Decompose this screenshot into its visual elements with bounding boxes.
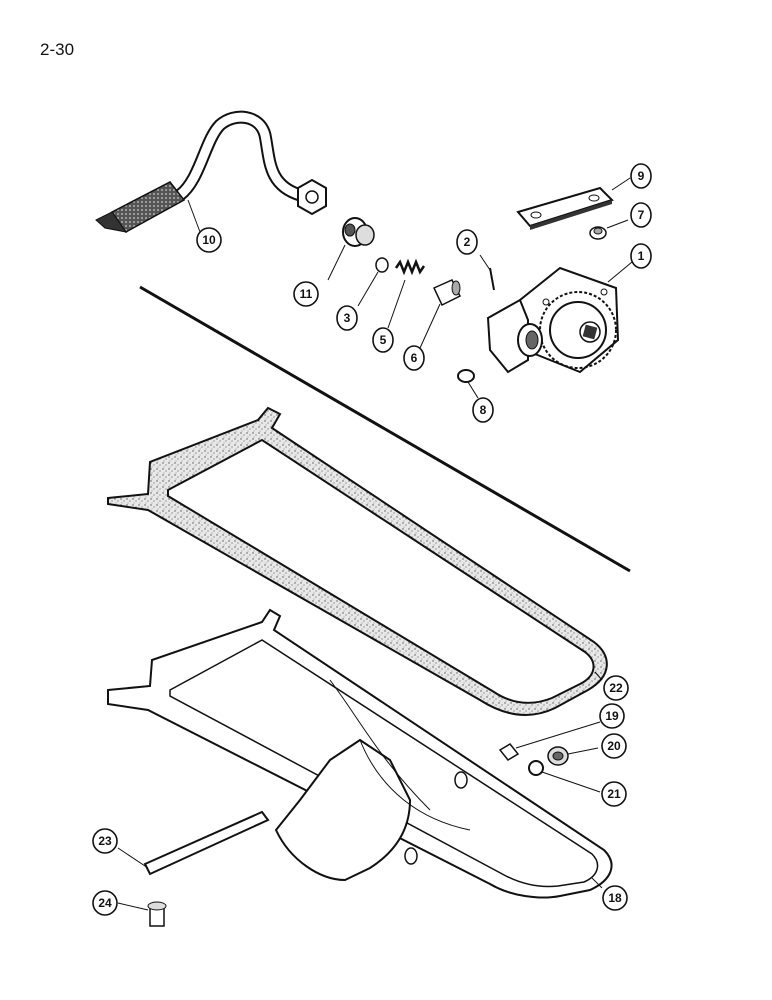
oil-pan <box>107 608 613 899</box>
callout-label: 21 <box>607 787 621 801</box>
callout-label: 7 <box>638 208 645 222</box>
callout-10: 10 <box>196 227 222 253</box>
pump-strap <box>516 177 631 230</box>
callout-label: 10 <box>202 233 216 247</box>
callout-1: 1 <box>630 243 652 269</box>
relief-valve-spring <box>387 258 426 329</box>
relief-valve-plunger <box>357 257 389 307</box>
callout-19: 19 <box>599 703 625 729</box>
page-number: 2-30 <box>40 40 75 59</box>
callout-8: 8 <box>472 397 494 423</box>
callout-label: 19 <box>605 709 619 723</box>
support-bracket <box>117 810 270 876</box>
callout-9: 9 <box>630 163 652 189</box>
callout-label: 22 <box>609 681 623 695</box>
cotter-pin <box>479 254 495 291</box>
callout-label: 6 <box>411 351 418 365</box>
callout-label: 9 <box>638 169 645 183</box>
relief-valve-plug <box>419 279 462 349</box>
oil-pan-gasket <box>107 406 608 716</box>
callout-label: 20 <box>607 739 621 753</box>
callout-21: 21 <box>601 781 627 807</box>
bracket-bolt <box>117 901 167 927</box>
callout-label: 3 <box>344 311 351 325</box>
callout-5: 5 <box>372 327 394 353</box>
callout-label: 8 <box>480 403 487 417</box>
mounting-strap <box>589 219 629 240</box>
plug-cap <box>547 746 599 766</box>
separator-line <box>139 285 631 573</box>
o-ring <box>457 369 479 399</box>
callout-label: 5 <box>380 333 387 347</box>
callout-3: 3 <box>336 305 358 331</box>
callout-label: 18 <box>608 891 622 905</box>
plug-washer <box>528 760 601 793</box>
callout-22: 22 <box>603 675 629 701</box>
callout-20: 20 <box>601 733 627 759</box>
callout-7: 7 <box>630 202 652 228</box>
callout-2: 2 <box>456 229 478 255</box>
oil-pump <box>486 261 633 374</box>
callout-18: 18 <box>602 885 628 911</box>
callout-24: 24 <box>92 890 118 916</box>
callout-11: 11 <box>293 281 319 307</box>
callout-label: 24 <box>98 896 112 910</box>
drain-plug <box>498 721 601 761</box>
callout-6: 6 <box>403 345 425 371</box>
callout-label: 2 <box>464 235 471 249</box>
callout-label: 23 <box>98 834 112 848</box>
oil-pickup-tube <box>95 110 327 233</box>
callout-label: 1 <box>638 249 645 263</box>
callout-label: 11 <box>300 287 313 301</box>
tube-connector <box>327 217 375 281</box>
callout-23: 23 <box>92 828 118 854</box>
